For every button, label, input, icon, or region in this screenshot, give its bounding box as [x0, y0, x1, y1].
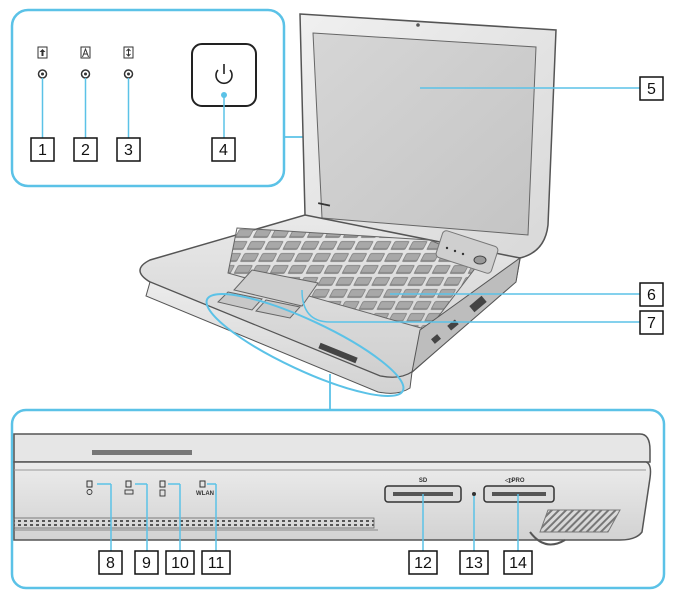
- callout-9: 9: [142, 555, 151, 572]
- num-lock-icon: [80, 46, 91, 59]
- battery-indicator-icon: [124, 480, 134, 495]
- touchpad-right-button: [255, 299, 301, 319]
- callout-7: 7: [647, 315, 656, 332]
- hdd-indicator-icon: [159, 480, 166, 497]
- indicator-inset: 1 2 3 4: [10, 8, 286, 188]
- callout-13: 13: [465, 555, 483, 572]
- svg-text:◁▷: ◁▷: [504, 477, 515, 484]
- callout-2: 2: [81, 142, 90, 159]
- sd-label: SD: [419, 478, 428, 484]
- callout-10: 10: [171, 555, 189, 572]
- pro-label: PRO: [511, 478, 524, 484]
- front-edge-inset: WLAN SD PRO ◁▷ 8 9 10: [10, 408, 666, 590]
- power-indicator-icon: [86, 480, 93, 495]
- keyboard: [227, 227, 481, 331]
- callout-6: 6: [647, 287, 656, 304]
- wlan-indicator-icon: WLAN: [196, 480, 214, 497]
- touchpad: [233, 269, 319, 307]
- callout-1: 1: [38, 142, 47, 159]
- callout-12: 12: [414, 555, 432, 572]
- media-access-indicator: [472, 492, 476, 496]
- callout-4: 4: [219, 142, 228, 159]
- callout-5: 5: [647, 81, 656, 98]
- touchpad-left-button: [217, 291, 263, 311]
- caps-lock-icon: [37, 46, 48, 59]
- callout-11: 11: [208, 555, 225, 572]
- power-button: [191, 43, 257, 138]
- wlan-label: WLAN: [196, 491, 214, 497]
- callout-8: 8: [106, 555, 115, 572]
- svg-text:▬▬: ▬▬: [318, 200, 331, 208]
- display-screen: [312, 32, 537, 236]
- scroll-lock-icon: [123, 46, 134, 59]
- callout-14: 14: [509, 555, 527, 572]
- power-icon: [215, 64, 233, 85]
- callout-3: 3: [124, 142, 133, 159]
- laptop-open-view: ▬▬: [139, 13, 557, 394]
